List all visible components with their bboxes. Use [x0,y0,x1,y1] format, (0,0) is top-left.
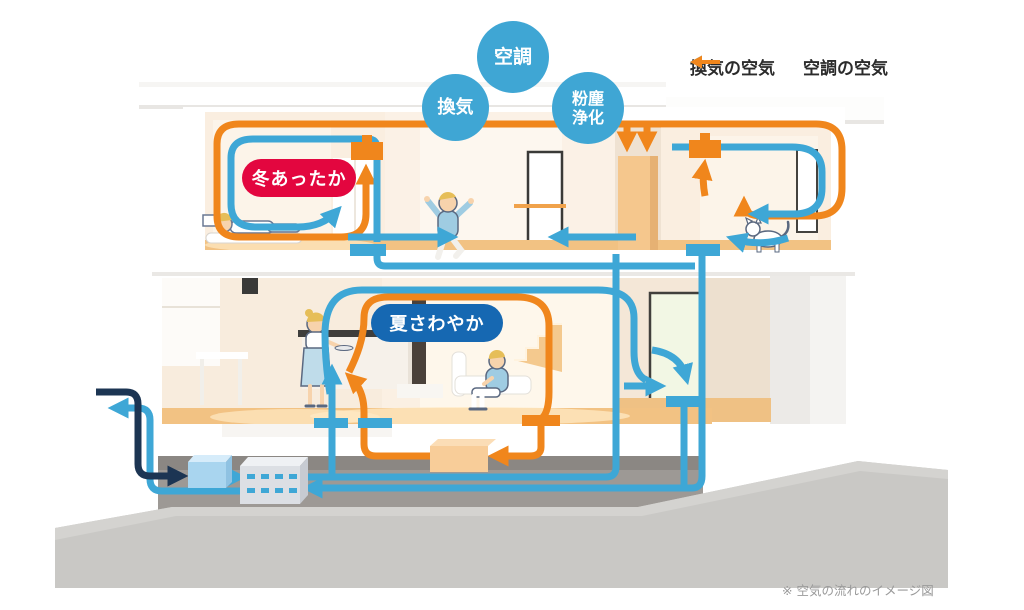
underfloor-heater [430,446,488,472]
vent-return-riser [301,256,706,499]
cabinet-shelf-line [162,306,220,308]
wardrobe-door-line [354,158,356,252]
floor-vent-bedroom [350,244,386,256]
footnote: ※ 空気の流れのイメージ図 [782,583,934,598]
vent-right-room-loop [672,143,826,225]
heat-exchanger-side [300,457,308,504]
ground-top-edge [55,461,948,540]
heat-exchanger-top [240,457,308,466]
vent-cat-arrow [725,232,790,253]
winter-warm-badge: 冬あったか [242,159,356,197]
ceiling-vent-stub-right [700,133,710,141]
feature-circle-ventilation: 換気 [422,74,489,141]
right-window [796,149,818,233]
vent-supply-run [306,254,620,481]
legend: 換気の空気 空調の空気 [690,54,888,79]
vent-bedroom-loop [227,135,352,231]
floor-vent-entrance [666,396,704,407]
heat-exchanger-unit [240,466,300,504]
front-step [222,424,392,437]
table-leg-2 [238,359,242,405]
intake-pipe [96,388,189,487]
person-sitting [468,349,509,411]
loft-rail [514,204,566,208]
aircon-right-vent-arrow [691,158,713,197]
entrance-shadow [705,278,771,410]
kitchen-cabinets [162,278,220,366]
feature-circle-aircon: 空調 [477,21,549,93]
heat-exchanger-vents [247,474,297,493]
feature-circle-dust-purification: 粉塵 浄化 [552,72,624,144]
aircon-living-loop [345,293,553,467]
ceiling-vent-right-room [689,140,721,158]
underfloor-heater-top [430,439,496,446]
main-roof-highlight [139,82,666,87]
floor-vent-right-room [686,244,720,256]
kitchen-table [196,352,248,359]
vent-living-loop [321,286,648,395]
aircon-bedroom-loop [213,120,377,241]
intake-filter-box [188,462,226,488]
kitchen-vent-window [242,278,258,294]
floor-vent-living [522,415,560,426]
kitchen-floor-glow [210,409,380,425]
vent-exhaust-out [107,397,244,495]
ventilation-pipes [107,135,826,499]
legend-aircon-label: 空調の空気 [803,59,888,79]
ceiling-vent-bedroom [351,142,383,160]
orange-left-arrow-icon [690,55,720,69]
mid-floor-slab-shadow [152,272,855,276]
ceiling-vent-stub-left [362,135,372,143]
aircon-unit-side [650,156,658,252]
porch-back [770,276,810,424]
plate [334,345,354,351]
summer-fresh-badge: 夏さわやか [371,304,503,342]
figures [202,192,790,411]
vent-underslab-duct [373,256,695,270]
outside-air-intake [96,388,189,487]
intake-filter-top [188,455,232,462]
vent-entrance-curve-arrow [651,346,693,386]
floor-vent-kitchen-2 [358,418,392,428]
equipment [188,133,721,504]
aircon-underfloor-supply [344,372,432,460]
tv-stand [397,384,443,398]
floor-vent-kitchen-1 [314,418,348,428]
legend-aircon-air: 空調の空気 [690,54,888,79]
table-leg [200,359,204,405]
intake-filter-side [226,455,232,488]
